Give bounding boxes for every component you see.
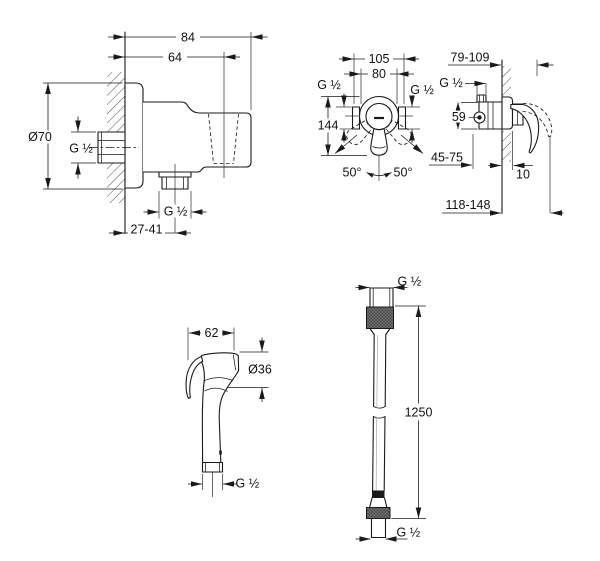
dim-head-depth: 62 (189, 326, 234, 340)
svg-text:105: 105 (369, 52, 390, 66)
svg-text:G ½: G ½ (410, 83, 434, 97)
holder-cone-dashed (208, 113, 239, 164)
svg-text:45-75: 45-75 (431, 151, 463, 165)
union-left (351, 106, 361, 130)
dim-swivel-left: 50° (343, 166, 362, 180)
svg-text:G ½: G ½ (317, 78, 341, 92)
dim-supply-thread: G ½ (439, 76, 487, 94)
svg-text:144: 144 (318, 119, 339, 133)
trigger-lever (185, 355, 204, 399)
dim-hose-thread-top: G ½ (355, 275, 422, 291)
rosette-side (501, 96, 514, 130)
svg-text:Ø36: Ø36 (248, 363, 272, 377)
dim-holder-offset: 64 (108, 50, 240, 65)
svg-text:80: 80 (372, 67, 386, 81)
dim-head-diameter: Ø36 (228, 337, 272, 402)
lever-side (510, 103, 540, 154)
wall-rosette (124, 82, 144, 189)
dim-projection-range: 27-41 (109, 222, 191, 237)
svg-text:79-109: 79-109 (451, 51, 490, 65)
view-hose: G ½ 1250 G ½ (355, 275, 433, 542)
lever-front (370, 128, 388, 156)
dim-rosette-diameter: Ø70 (28, 82, 123, 190)
dim-thread-right: G ½ (406, 83, 434, 143)
svg-text:84: 84 (181, 31, 195, 45)
dim-spacing-outer: 105 (339, 52, 419, 66)
svg-text:64: 64 (168, 51, 182, 65)
dim-grip-range: 79-109 (448, 51, 554, 68)
svg-text:118-148: 118-148 (446, 198, 491, 212)
dim-thread-left: G ½ (317, 78, 352, 143)
union-body (143, 101, 252, 173)
hose-thread-bottom (370, 517, 387, 539)
hose-nut-top (366, 306, 394, 329)
svg-text:G ½: G ½ (69, 142, 93, 156)
view-hand-spray: 62 Ø36 G ½ (185, 326, 272, 497)
svg-text:10: 10 (516, 168, 530, 182)
spray-body (200, 352, 240, 464)
svg-text:G ½: G ½ (439, 76, 463, 90)
dim-hose-length: 1250 (391, 305, 433, 519)
dim-hose-thread-bottom: G ½ (355, 526, 421, 542)
hose-nut-bottom (366, 507, 391, 519)
wall-hatch-bottom (502, 131, 511, 162)
wall-hatch-top (502, 66, 511, 96)
dim-inlet-thread: G ½ (69, 116, 96, 179)
dim-outlet-thread: G ½ (143, 204, 207, 219)
svg-text:Ø70: Ø70 (28, 130, 52, 144)
supply-stub (476, 94, 487, 103)
svg-text:G ½: G ½ (397, 526, 421, 540)
svg-text:59: 59 (452, 110, 466, 124)
hose-lower (372, 415, 374, 492)
dim-body-height: 59 (450, 102, 478, 130)
hose-upper (373, 333, 375, 408)
dim-connection-thread: G ½ (188, 474, 260, 491)
dim-swivel-right: 50° (394, 166, 413, 180)
dim-spacing-inner: 80 (344, 67, 414, 81)
svg-text:62: 62 (205, 326, 219, 340)
hose-ferrule (372, 490, 385, 498)
dim-rosette-depth: 10 (488, 162, 533, 182)
view-wall-union: 84 64 Ø70 G ½ G ½ (28, 30, 268, 237)
view-mixer-side: 79-109 G ½ 59 45-75 10 (429, 51, 564, 216)
view-mixer-front: 105 80 G ½ G ½ 14 (316, 52, 434, 181)
dim-height: 144 (316, 96, 367, 156)
dim-overall-width: 84 (108, 30, 268, 45)
dim-lever-range: 118-148 (442, 198, 564, 216)
svg-text:G ½: G ½ (398, 275, 422, 289)
svg-text:G ½: G ½ (164, 205, 188, 219)
svg-text:G ½: G ½ (236, 477, 260, 491)
dim-depth-range: 45-75 (429, 151, 472, 168)
svg-text:1250: 1250 (405, 406, 433, 420)
svg-text:27-41: 27-41 (131, 223, 163, 237)
